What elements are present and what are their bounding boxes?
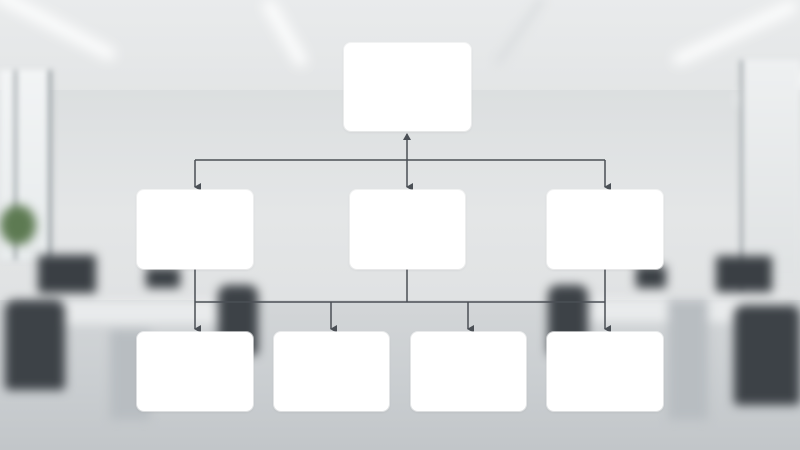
root-node (344, 43, 471, 131)
level1-node-right (547, 190, 663, 269)
level1-node-left (137, 190, 253, 269)
level2-node-c (411, 332, 526, 411)
level1-node-center (350, 190, 465, 269)
level2-node-d (547, 332, 663, 411)
level2-node-a (137, 332, 253, 411)
level2-node-b (274, 332, 389, 411)
